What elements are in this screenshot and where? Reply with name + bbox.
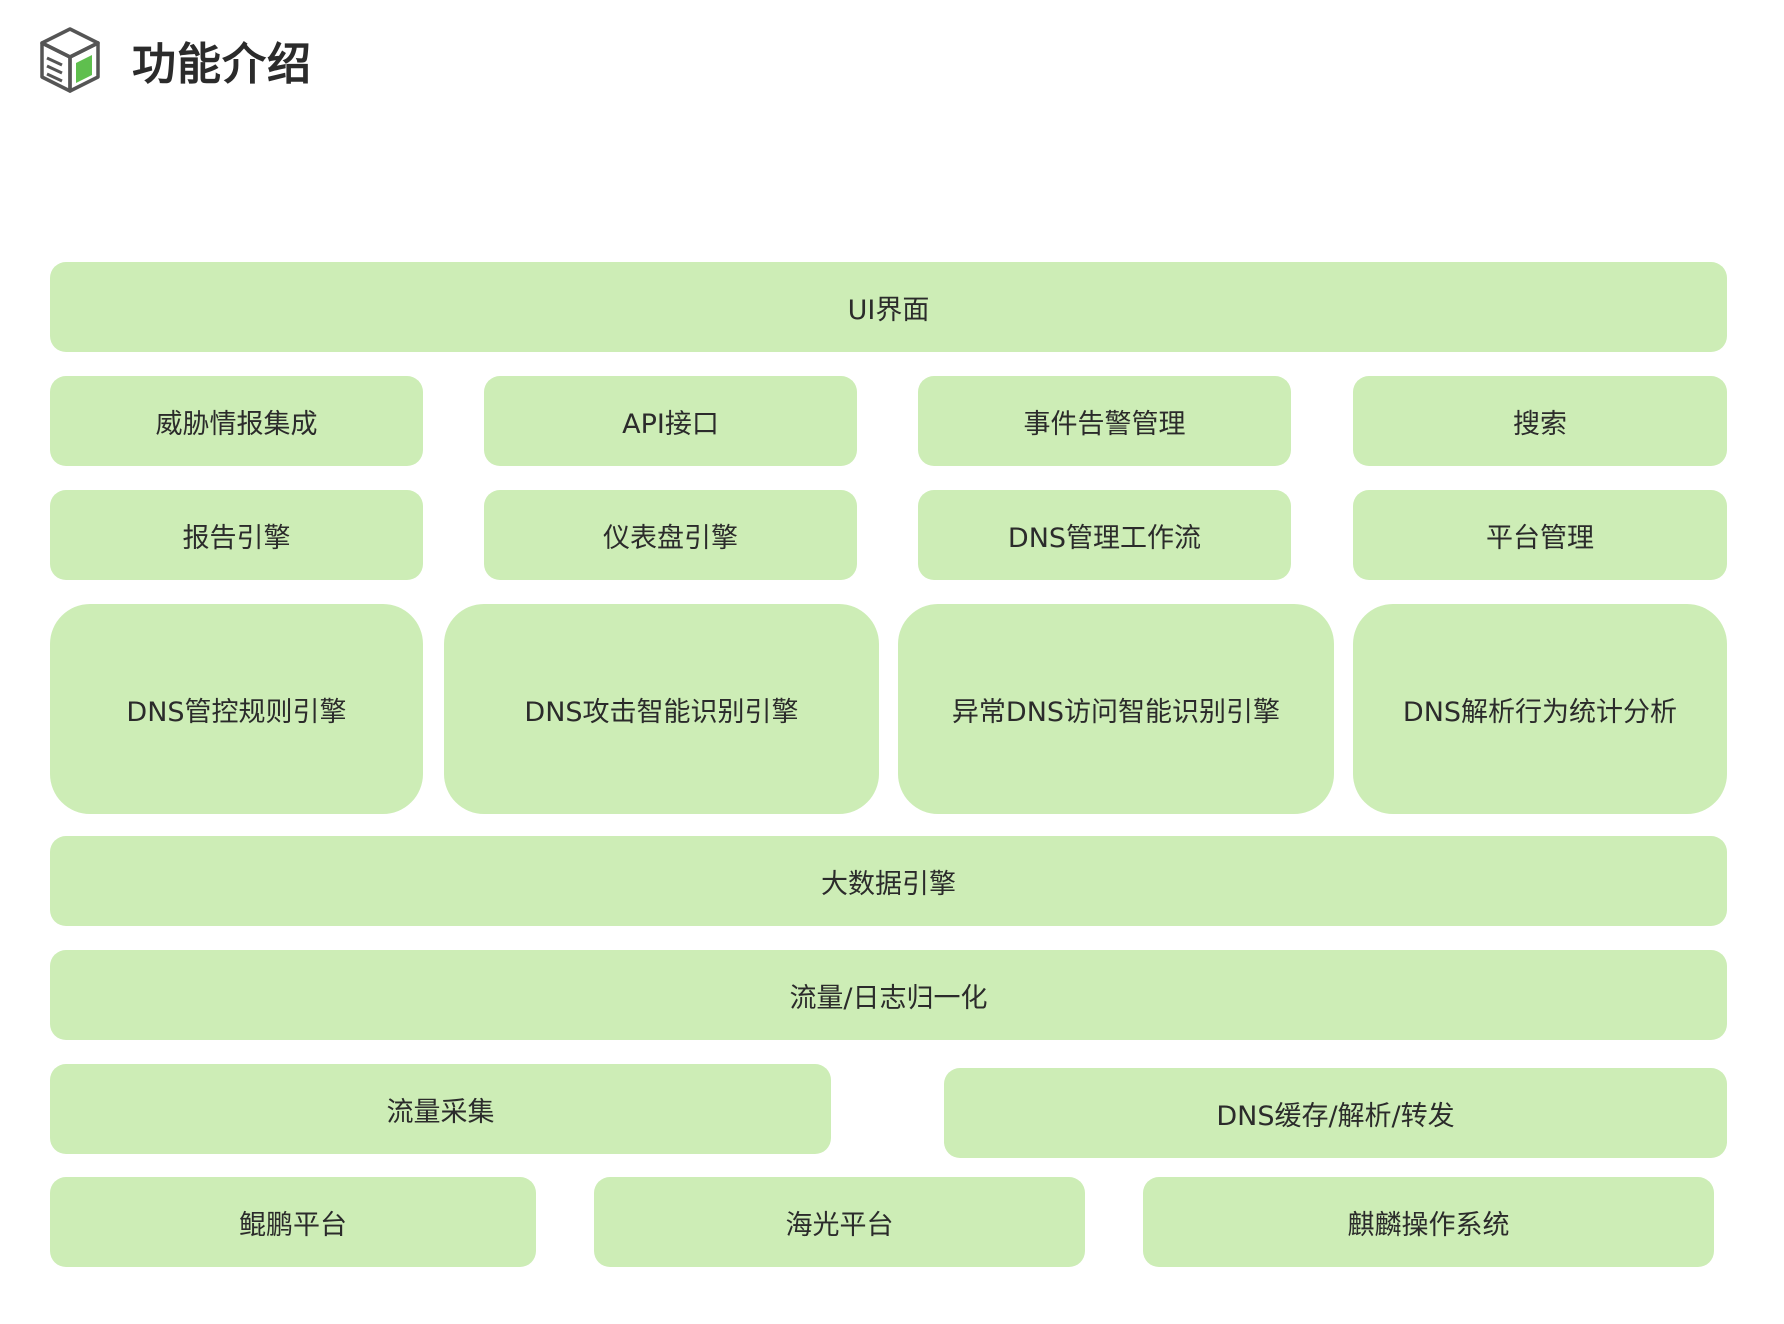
layer-ui: UI界面 xyxy=(50,262,1727,352)
module-event-alert: 事件告警管理 xyxy=(918,376,1291,466)
cube-box-icon xyxy=(40,27,100,93)
page-title: 功能介绍 xyxy=(132,39,312,90)
module-api: API接口 xyxy=(484,376,857,466)
module-dashboard-engine: 仪表盘引擎 xyxy=(484,490,857,580)
engine-abnormal-dns-detect: 异常DNS访问智能识别引擎 xyxy=(898,604,1334,814)
layer-big-data-engine: 大数据引擎 xyxy=(50,836,1727,926)
platform-hygon: 海光平台 xyxy=(594,1177,1085,1267)
module-report-engine: 报告引擎 xyxy=(50,490,423,580)
engine-dns-attack-detect: DNS攻击智能识别引擎 xyxy=(444,604,879,814)
engine-dns-control-rules: DNS管控规则引擎 xyxy=(50,604,423,814)
module-platform-mgmt: 平台管理 xyxy=(1353,490,1727,580)
platform-kylin-os: 麒麟操作系统 xyxy=(1143,1177,1714,1267)
module-dns-workflow: DNS管理工作流 xyxy=(918,490,1291,580)
module-dns-cache: DNS缓存/解析/转发 xyxy=(944,1068,1727,1158)
module-threat-intel: 威胁情报集成 xyxy=(50,376,423,466)
layer-normalization: 流量/日志归一化 xyxy=(50,950,1727,1040)
platform-kunpeng: 鲲鹏平台 xyxy=(50,1177,536,1267)
engine-dns-stats-analysis: DNS解析行为统计分析 xyxy=(1353,604,1727,814)
module-traffic-collect: 流量采集 xyxy=(50,1064,831,1154)
module-search: 搜索 xyxy=(1353,376,1727,466)
section-header: 功能介绍 xyxy=(38,20,312,100)
